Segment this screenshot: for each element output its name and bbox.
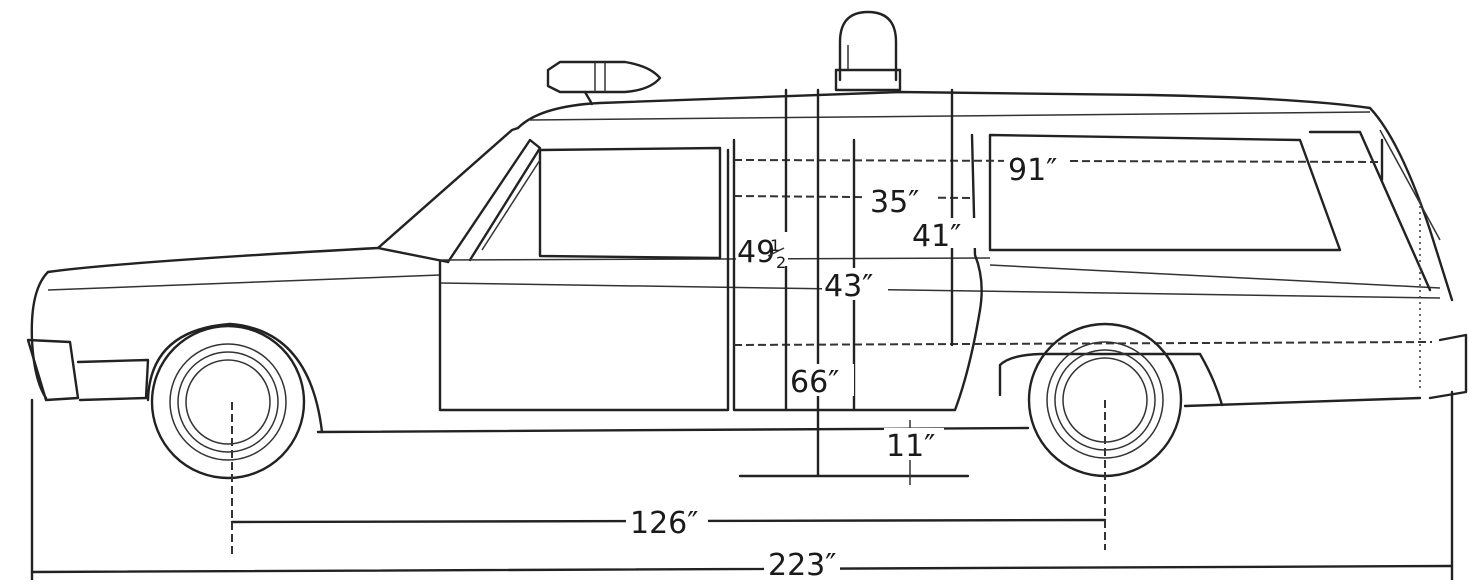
- interior-height-left-whole: 49: [737, 235, 775, 270]
- roof-beacon: [834, 10, 902, 92]
- interior-height-left-fraction-den: 2: [776, 253, 786, 272]
- wheelbase-label: 126″: [630, 506, 698, 541]
- door-opening-width-label: 35″: [870, 185, 919, 220]
- roof-siren: [546, 60, 662, 106]
- dimension-lines: [30, 88, 1454, 582]
- ground-clearance-label: 11″: [886, 429, 935, 464]
- interior-height-left-fraction-num: 1: [770, 236, 780, 255]
- floor-width-label: 66″: [790, 365, 839, 400]
- rear-height-label: 41″: [912, 219, 961, 254]
- front-wheel: [146, 322, 324, 480]
- overall-length-label: 223″: [768, 548, 836, 580]
- interior-height-mid-label: 43″: [824, 269, 873, 304]
- interior-height-left-label: 49 1 2: [736, 232, 788, 272]
- cargo-length-label: 91″: [1008, 153, 1057, 188]
